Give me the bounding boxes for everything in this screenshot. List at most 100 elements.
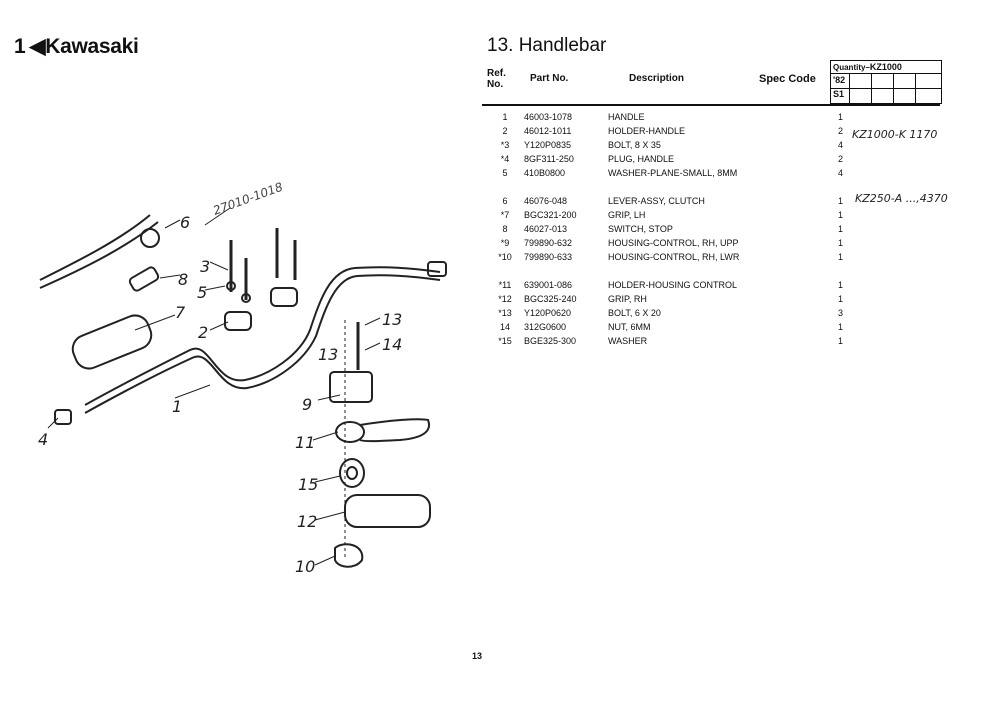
- quantity-label: Quantity–: [833, 63, 870, 72]
- part-no: 312G0600: [524, 322, 567, 332]
- table-row: *9 799890-632 HOUSING-CONTROL, RH, UPP 1: [480, 238, 950, 251]
- description: GRIP, LH: [608, 210, 646, 220]
- callout-5: 5: [197, 283, 207, 302]
- qcell-divider: [893, 74, 894, 103]
- callout-7: 7: [175, 303, 186, 322]
- part-no: BGC321-200: [524, 210, 577, 220]
- ref-no: *7: [500, 210, 510, 220]
- callout-8: 8: [178, 270, 188, 289]
- callout-13: 13: [318, 345, 338, 364]
- callout-13: 13: [382, 310, 402, 329]
- ref-no: *3: [500, 140, 510, 150]
- qty: 1: [838, 280, 844, 290]
- qty: 1: [838, 252, 844, 262]
- ref-no: *12: [498, 294, 512, 304]
- clutch-lever: [39, 214, 151, 281]
- callout-11: 11: [295, 433, 315, 452]
- quantity-row-s1: S1: [831, 88, 941, 102]
- ref-no: *11: [498, 280, 512, 290]
- qty: 3: [838, 308, 844, 318]
- handlebar-diagram: 6 7 8 3 5 2 1 4 9 11 15 12 10 13 13 14 2…: [38, 180, 447, 576]
- callout-3: 3: [200, 257, 210, 276]
- part-no: BGC325-240: [524, 294, 577, 304]
- year-s1: S1: [833, 89, 845, 99]
- model-label: KZ1000: [869, 62, 902, 72]
- callout-15: 15: [298, 475, 318, 494]
- quantity-box: Quantity–KZ1000 '82 S1: [830, 60, 942, 104]
- diagram-handwritten-note: 27010-1018: [211, 180, 285, 218]
- part-no: 410B0800: [524, 168, 566, 178]
- handlebar-shape: [84, 266, 441, 406]
- table-row: *11 639001-086 HOLDER-HOUSING CONTROL 1: [480, 280, 950, 293]
- qty: 1: [838, 112, 844, 122]
- table-row: *15 BGE325-300 WASHER 1: [480, 336, 950, 349]
- qty: 1: [838, 322, 844, 332]
- qty: 2: [838, 154, 844, 164]
- table-row: *7 BGC321-200 GRIP, LH 1: [480, 210, 950, 223]
- header-rule: [482, 104, 940, 106]
- qty: 1: [838, 196, 844, 206]
- qty: 1: [838, 210, 844, 220]
- description: BOLT, 8 X 35: [608, 140, 661, 150]
- qcell-divider: [915, 74, 916, 103]
- callout-2: 2: [198, 323, 208, 342]
- col-ref-no: Ref. No.: [487, 68, 506, 90]
- description: PLUG, HANDLE: [608, 154, 675, 164]
- table-row: 5 410B0800 WASHER-PLANE-SMALL, 8MM 4: [480, 168, 950, 181]
- qty: 1: [838, 238, 844, 248]
- part-no: 639001-086: [524, 280, 573, 290]
- ref-no: *15: [498, 336, 512, 346]
- part-no: 46003-1078: [524, 112, 573, 122]
- brand-mark-icon: ◀: [29, 35, 46, 58]
- year-82: '82: [833, 75, 846, 85]
- ref-no: *9: [500, 238, 510, 248]
- callout-14: 14: [382, 335, 402, 354]
- part-no: 46012-1011: [524, 126, 572, 136]
- table-row: *12 BGC325-240 GRIP, RH 1: [480, 294, 950, 307]
- table-row: *4 8GF311-250 PLUG, HANDLE 2: [480, 154, 950, 167]
- description: HOLDER-HOUSING CONTROL: [608, 280, 738, 290]
- callout-9: 9: [302, 395, 312, 414]
- ref-no: 8: [502, 224, 508, 234]
- page-number: 13: [472, 651, 483, 661]
- ref-no: *4: [500, 154, 510, 164]
- left-grip: [71, 314, 153, 370]
- description: HOUSING-CONTROL, RH, LWR: [608, 252, 740, 262]
- part-no: 799890-632: [524, 238, 573, 248]
- description: HOUSING-CONTROL, RH, UPP: [608, 238, 739, 248]
- col-part-no: Part No.: [530, 73, 569, 84]
- part-no: BGE325-300: [524, 336, 577, 346]
- col-spec-code: Spec Code: [759, 73, 816, 85]
- qty: 4: [838, 140, 844, 150]
- description: LEVER-ASSY, CLUTCH: [608, 196, 705, 206]
- callout-12: 12: [297, 512, 317, 531]
- qty: 1: [838, 336, 844, 346]
- quantity-header: Quantity–KZ1000: [831, 61, 941, 74]
- ref-no: 14: [499, 322, 510, 332]
- ref-no: *10: [498, 252, 512, 262]
- ref-no: 6: [502, 196, 508, 206]
- qty: 1: [838, 294, 844, 304]
- ref-no: 5: [502, 168, 508, 178]
- handwritten-note: KZ1000-K 1170: [852, 128, 938, 141]
- handwritten-note: KZ250-A ...,4370: [855, 192, 948, 205]
- brand-logo: 1◀Kawasaki: [14, 34, 139, 59]
- part-no: Y120P0620: [524, 308, 572, 318]
- callout-1: 1: [172, 397, 182, 416]
- qty: 1: [838, 224, 844, 234]
- description: WASHER: [608, 336, 648, 346]
- description: GRIP, RH: [608, 294, 647, 304]
- qty: 4: [838, 168, 844, 178]
- right-grip: [344, 494, 431, 528]
- description: WASHER-PLANE-SMALL, 8MM: [608, 168, 738, 178]
- table-row: 14 312G0600 NUT, 6MM 1: [480, 322, 950, 335]
- ref-no: 1: [502, 112, 508, 122]
- quantity-row-year: '82: [831, 74, 941, 89]
- description: NUT, 6MM: [608, 322, 651, 332]
- part-no: 8GF311-250: [524, 154, 574, 164]
